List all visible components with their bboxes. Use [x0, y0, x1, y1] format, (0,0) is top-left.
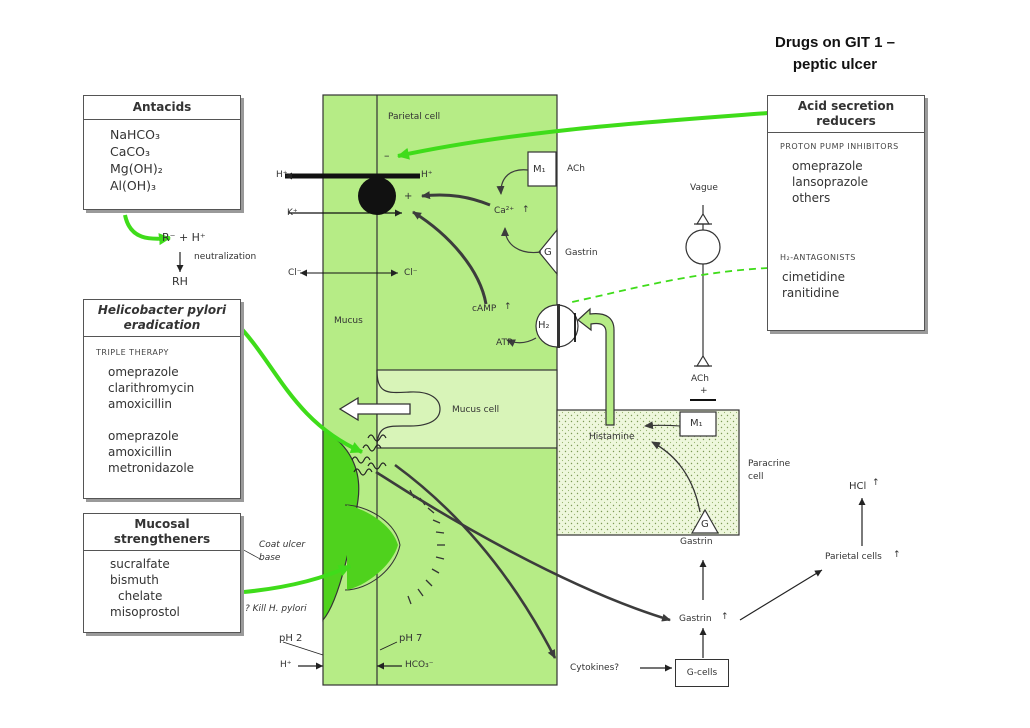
gastric-wall	[322, 94, 558, 686]
antacid-item: CaCO₃	[110, 144, 150, 159]
calcium-label: Ca²⁺	[494, 206, 515, 216]
paracrine-gastrin-label: Gastrin	[680, 537, 713, 547]
parietal-receptors	[527, 151, 579, 348]
mucosal-strengtheners-box: Mucosal strengtheners sucralfate bismuth…	[83, 513, 241, 633]
hcl-label: HCl	[849, 481, 867, 492]
mucosal-drug: bismuth	[110, 573, 159, 587]
minus-sign: –	[384, 149, 390, 162]
mucosal-header-line-2: strengtheners	[113, 532, 211, 546]
camp-up-arrow: ↑	[504, 302, 512, 312]
vagus-ach-label: ACh	[691, 374, 709, 384]
h-plus-cell-label: H⁺	[421, 170, 433, 180]
coat-ulcer-label-1: Coat ulcer	[259, 540, 306, 550]
m1-receptor-label: M₁	[533, 164, 546, 175]
hpylori-drug: omeprazole	[108, 365, 179, 379]
paracrine-g-label: G	[701, 519, 709, 530]
h-pylori-bacteria	[351, 434, 387, 476]
hpylori-drug: metronidazole	[108, 461, 195, 475]
gastrin-receptor-label: Gastrin	[565, 248, 598, 258]
ach-label: ACh	[567, 164, 585, 174]
hpylori-header: Helicobacter pylori eradication	[84, 300, 240, 337]
mucosal-drug: chelate	[118, 589, 163, 603]
cl-lumen-label: Cl⁻	[288, 268, 302, 278]
title-line-1: Drugs on GIT 1 –	[774, 34, 895, 51]
antacid-item: Al(OH)₃	[110, 178, 157, 193]
gastrin-increase-label: Gastrin	[679, 614, 712, 624]
intracellular-arrows	[375, 169, 671, 659]
rh-label: RH	[172, 275, 188, 288]
antacid-item: Mg(OH)₂	[110, 161, 163, 176]
gastrin-up-arrow: ↑	[721, 612, 729, 622]
g-receptor-label: G	[544, 247, 552, 258]
hpylori-drug: clarithromycin	[108, 381, 195, 395]
neutralization-reactants-label: R⁻ + H⁺	[162, 231, 206, 244]
cytokines-label: Cytokines?	[570, 663, 620, 673]
acid-reducers-header-line-2: reducers	[816, 114, 876, 128]
proton-pump	[285, 172, 420, 277]
hpylori-drug: omeprazole	[108, 429, 179, 443]
acid-reducers-header: Acid secretion reducers	[768, 96, 924, 133]
antacids-header: Antacids	[84, 96, 240, 120]
mucus-cell-outline	[376, 369, 441, 449]
parietal-cells-label: Parietal cells	[825, 552, 882, 562]
triple-therapy-subheader: TRIPLE THERAPY	[96, 348, 169, 357]
acid-reducers-box: Acid secretion reducers PROTON PUMP INHI…	[767, 95, 925, 331]
ppi-drug: others	[792, 191, 831, 205]
ppi-drug: omeprazole	[792, 159, 863, 173]
page-title: Drugs on GIT 1 – peptic ulcer	[735, 32, 935, 76]
mucosal-header: Mucosal strengtheners	[84, 514, 240, 551]
k-plus-label: K⁺	[287, 208, 298, 218]
vagus-label: Vague	[690, 183, 718, 193]
kill-hpylori-label: ? Kill H. pylori	[245, 604, 307, 614]
mucus-arrow	[338, 396, 411, 422]
atp-label: ATP	[496, 338, 513, 348]
ph2-label: pH 2	[279, 633, 303, 644]
h-plus-lumen-label: H⁺	[276, 170, 288, 180]
acid-reducers-header-line-1: Acid secretion	[797, 99, 895, 113]
hpylori-header-line-2: eradication	[123, 318, 201, 332]
h2-drug: cimetidine	[782, 270, 845, 284]
ppi-subheader: PROTON PUMP INHIBITORS	[780, 142, 899, 151]
paracrine-cell-label-2: cell	[748, 472, 764, 482]
g-cells-box: G-cells	[675, 659, 729, 687]
hpylori-header-line-1: Helicobacter pylori	[97, 303, 227, 317]
mucus-cell-label: Mucus cell	[452, 405, 500, 415]
bicarbonate-label: HCO₃⁻	[405, 660, 434, 670]
gastrin-cascade-arrows	[176, 252, 866, 672]
h2-drug: ranitidine	[782, 286, 840, 300]
ph7-label: pH 7	[399, 633, 423, 644]
histamine-label: Histamine	[589, 432, 635, 442]
antacids-box: Antacids NaHCO₃ CaCO₃ Mg(OH)₂ Al(OH)₃	[83, 95, 241, 210]
plus-sign: +	[404, 191, 413, 202]
h-plus-secretion-label: H⁺	[280, 660, 292, 670]
parietal-cells-up-arrow: ↑	[893, 550, 901, 560]
antacid-item: NaHCO₃	[110, 127, 160, 142]
mucosal-header-line-1: Mucosal	[134, 517, 190, 531]
paracrine-cell-label-1: Paracrine	[748, 459, 791, 469]
calcium-up-arrow: ↑	[522, 205, 530, 215]
hpylori-drug: amoxicillin	[108, 397, 172, 411]
parietal-cell-label: Parietal cell	[388, 112, 441, 122]
camp-label: cAMP	[472, 304, 497, 314]
hpylori-box: Helicobacter pylori eradication TRIPLE T…	[83, 299, 241, 499]
histamine-arrow	[577, 307, 615, 426]
ppi-drug: lansoprazole	[792, 175, 869, 189]
drug-action-arrows	[123, 111, 769, 594]
mucosal-drug: sucralfate	[110, 557, 170, 571]
mucus-label: Mucus	[334, 316, 363, 326]
cl-cell-label: Cl⁻	[404, 268, 418, 278]
mucosal-drug: misoprostol	[110, 605, 180, 619]
paracrine-m1-label: M₁	[690, 418, 703, 429]
hpylori-drug: amoxicillin	[108, 445, 172, 459]
hcl-up-arrow: ↑	[872, 478, 880, 488]
h2-antagonists-subheader: H₂-ANTAGONISTS	[780, 253, 856, 262]
vagus-nerve	[685, 205, 721, 401]
vagus-plus-label: +	[700, 386, 708, 396]
paracrine-cell	[556, 409, 740, 536]
title-line-2: peptic ulcer	[792, 56, 878, 73]
h2-receptor-label: H₂	[538, 320, 550, 331]
neutralization-label: neutralization	[194, 252, 257, 262]
coat-ulcer-label-2: base	[259, 553, 281, 563]
